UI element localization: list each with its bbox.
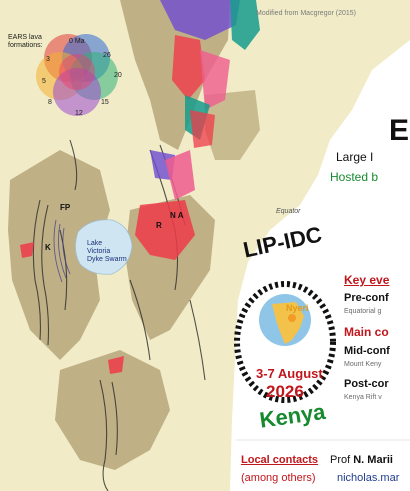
k-label: K — [45, 243, 51, 252]
poster-title: E — [389, 114, 410, 147]
legend-age-label: 12 — [75, 110, 83, 117]
r-label: R — [156, 221, 162, 230]
lip-idc-logo — [234, 281, 336, 403]
legend-title: EARS lava formations: — [8, 34, 43, 49]
hosted-by: Hosted b — [330, 170, 379, 184]
legend-age-label: 20 — [114, 72, 122, 79]
legend-age-label: 0 Ma — [69, 38, 85, 45]
pre-conference-detail: Equatorial g — [344, 308, 382, 315]
mid-conference-detail: Mount Keny — [344, 361, 382, 368]
contact-name: Prof N. Marii — [330, 454, 393, 466]
logo-town: Nyeri — [286, 303, 309, 313]
main-conference-heading: Main co — [344, 325, 389, 339]
nyeri-marker-icon — [288, 314, 296, 322]
equator-label: Equator — [276, 208, 301, 215]
key-events-heading: Key eve — [344, 273, 390, 287]
map-credit: Modified from Macgregor (2015) — [256, 10, 356, 17]
africa-map-icon — [272, 302, 304, 344]
post-conference-item: Post-cor — [344, 378, 389, 390]
fp-label: FP — [60, 203, 71, 212]
post-conference-detail: Kenya Rift v — [344, 394, 382, 401]
among-others-note: (among others) — [241, 472, 316, 484]
lake-victoria-label: Lake Victoria Dyke Swarm — [87, 240, 127, 263]
legend-age-label: 8 — [48, 99, 52, 106]
legend-age-label: 5 — [42, 78, 46, 85]
lava-formations — [20, 0, 260, 374]
dyke-swarm — [53, 219, 71, 283]
logo-year: 2026 — [266, 382, 304, 401]
contact-surname: N. Marii — [353, 454, 393, 466]
legend-age-label: 3 — [46, 56, 50, 63]
local-contacts-label: Local contacts — [241, 454, 319, 466]
lava-age-legend — [36, 34, 118, 116]
contact-email-link[interactable]: nicholas.mar — [337, 472, 400, 484]
legend-age-label: 15 — [101, 99, 109, 106]
highland-east — [205, 90, 260, 160]
highland-west — [8, 150, 110, 360]
highland-south — [55, 350, 170, 470]
legend-age-label: 26 — [103, 52, 111, 59]
mid-conference-item: Mid-conf — [344, 345, 390, 357]
pre-conference-item: Pre-conf — [344, 292, 389, 304]
poster-subtitle: Large I — [336, 150, 374, 164]
logo-dates: 3-7 August — [256, 366, 323, 381]
lake-victoria — [75, 219, 133, 275]
contact-prefix: Prof — [330, 454, 354, 466]
na-label: N A — [170, 211, 184, 220]
